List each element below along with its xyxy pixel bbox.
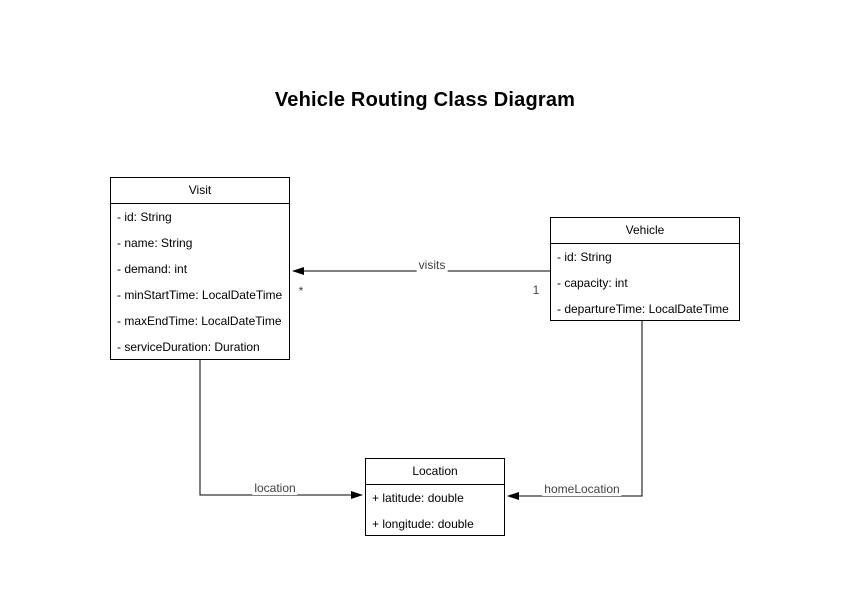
attribute-visit-maxendtime: - maxEndTime: LocalDateTime (117, 314, 282, 328)
edge-vehicle-homelocation-arrow[interactable] (507, 321, 643, 500)
class-visit[interactable]: Visit - id: String - name: String - dema… (110, 177, 290, 360)
diagram-title: Vehicle Routing Class Diagram (274, 89, 576, 111)
class-vehicle[interactable]: Vehicle - id: String - capacity: int - d… (550, 217, 740, 321)
attribute-location-latitude: + latitude: double (372, 491, 464, 505)
class-location[interactable]: Location + latitude: double + longitude:… (365, 458, 505, 536)
edge-label-homelocation: homeLocation (542, 482, 622, 496)
attribute-vehicle-departuretime: - departureTime: LocalDateTime (557, 302, 729, 316)
multiplicity-visits-one: 1 (532, 283, 540, 297)
edge-visit-location-arrow[interactable] (199, 360, 363, 499)
class-vehicle-title: Vehicle (551, 218, 739, 244)
class-visit-title: Visit (111, 178, 289, 204)
attribute-location-longitude: + longitude: double (372, 517, 474, 531)
class-location-title: Location (366, 459, 504, 485)
attribute-visit-minstarttime: - minStartTime: LocalDateTime (117, 288, 283, 302)
attribute-vehicle-capacity: - capacity: int (557, 276, 628, 290)
attribute-visit-demand: - demand: int (117, 262, 188, 276)
class-vehicle-attributes: - id: String - capacity: int - departure… (551, 244, 739, 322)
class-location-attributes: + latitude: double + longitude: double (366, 485, 504, 537)
attribute-vehicle-id: - id: String (557, 250, 612, 264)
edge-label-visits: visits (416, 258, 448, 272)
edge-label-location: location (252, 481, 298, 495)
attribute-visit-id: - id: String (117, 210, 172, 224)
attribute-visit-name: - name: String (117, 236, 193, 250)
multiplicity-visits-many: * (298, 284, 304, 298)
class-visit-attributes: - id: String - name: String - demand: in… (111, 204, 289, 360)
attribute-visit-serviceduration: - serviceDuration: Duration (117, 340, 260, 354)
